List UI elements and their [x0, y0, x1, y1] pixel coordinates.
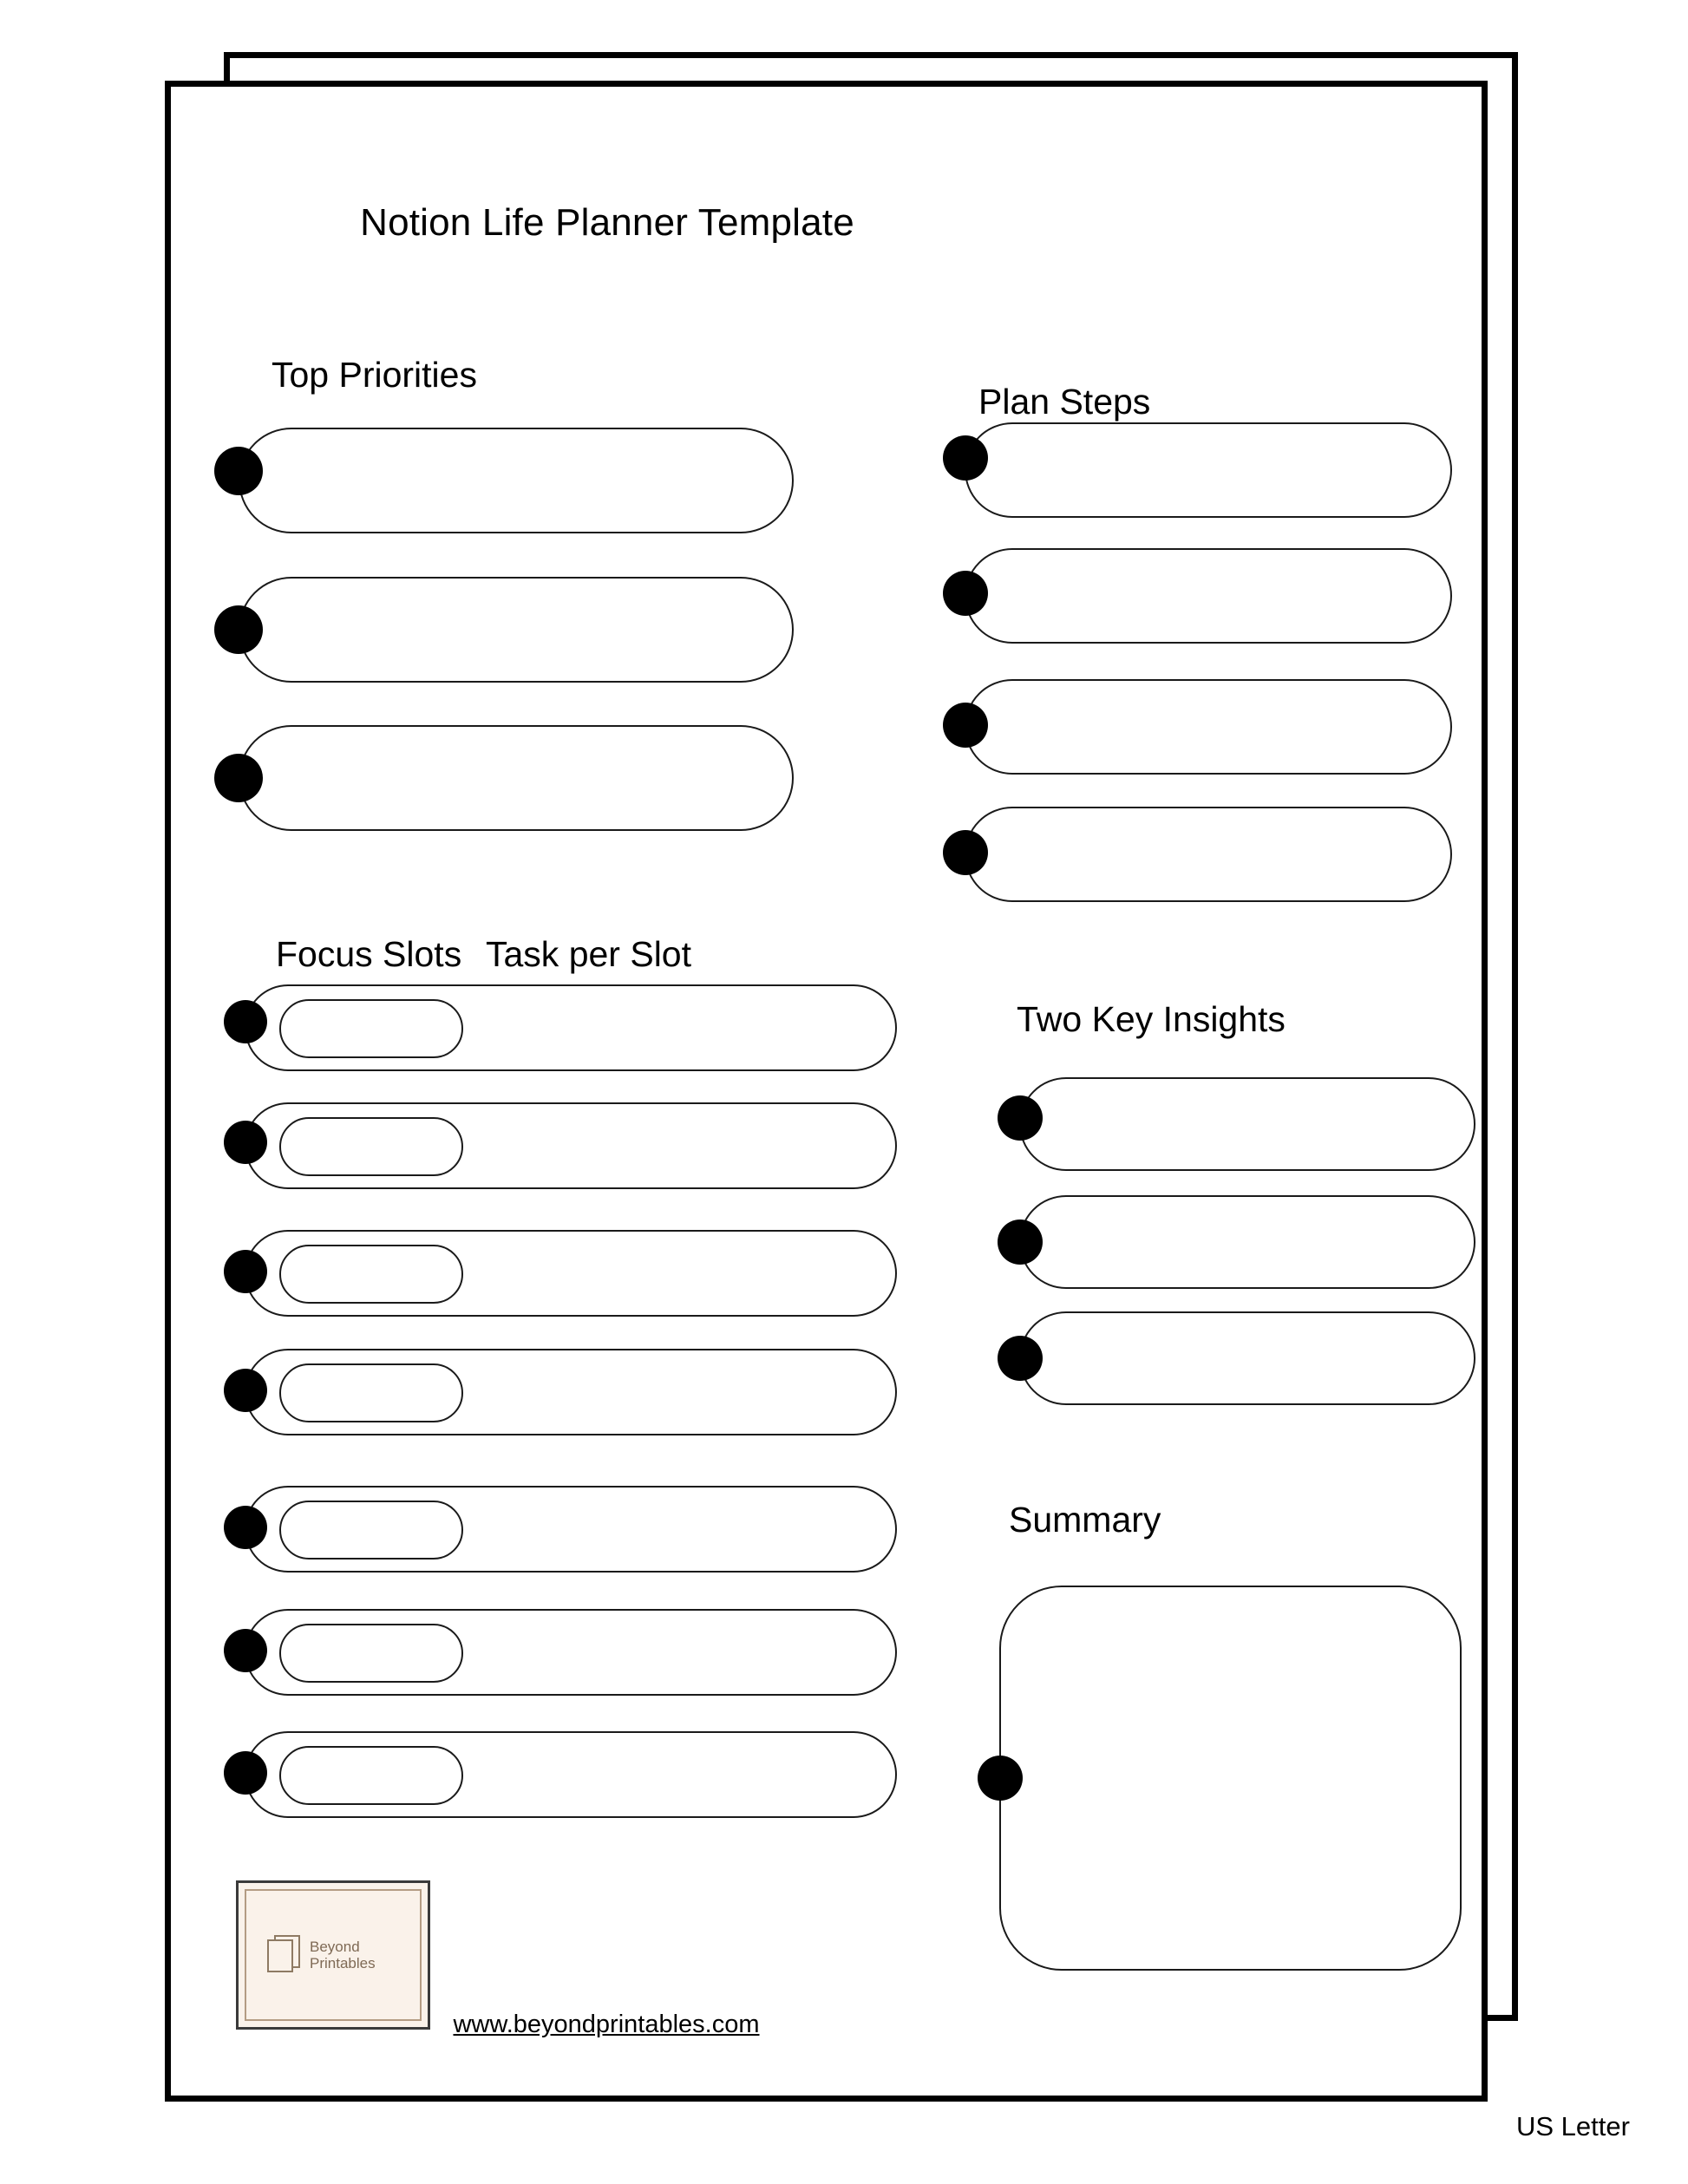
focus-slot-row-4[interactable]	[224, 1349, 897, 1435]
plan-steps-row-4[interactable]	[943, 807, 1452, 902]
page-title-text: Notion Life Planner Template	[360, 201, 854, 244]
bullet-dot-icon	[943, 830, 988, 875]
bullet-dot-icon	[224, 1250, 267, 1293]
bullet-dot-icon	[224, 1506, 267, 1549]
key-insight-row-3[interactable]	[998, 1311, 1475, 1405]
focus-slot-time-field-5[interactable]	[279, 1501, 463, 1560]
section-heading-summary: Summary	[1009, 1500, 1161, 1540]
top-priorities-field-3[interactable]	[239, 725, 794, 831]
focus-slot-row-3[interactable]	[224, 1230, 897, 1317]
footer-url[interactable]: www.beyondprintables.com	[0, 2011, 1688, 2039]
key-insight-row-2[interactable]	[998, 1195, 1475, 1289]
page-title: Notion Life Planner Template	[0, 201, 1688, 245]
summary-field[interactable]	[999, 1586, 1462, 1971]
section-heading-plan-steps: Plan Steps	[978, 382, 1151, 422]
focus-slot-time-field-4[interactable]	[279, 1363, 463, 1422]
focus-slot-time-field-1[interactable]	[279, 999, 463, 1058]
plan-steps-field-4[interactable]	[965, 807, 1452, 902]
bullet-dot-icon	[943, 571, 988, 616]
logo-line-2: Printables	[310, 1955, 376, 1971]
bullet-dot-icon	[224, 1629, 267, 1672]
focus-slot-time-field-7[interactable]	[279, 1746, 463, 1805]
bullet-dot-icon	[224, 1369, 267, 1412]
focus-slot-row-7[interactable]	[224, 1731, 897, 1818]
bullet-dot-icon	[998, 1336, 1043, 1381]
bullet-dot-icon	[214, 605, 263, 654]
bullet-dot-icon	[224, 1000, 267, 1043]
summary-row[interactable]	[978, 1586, 1462, 1971]
focus-slot-row-6[interactable]	[224, 1609, 897, 1696]
key-insight-field-2[interactable]	[1019, 1195, 1475, 1289]
logo-inner-frame: Beyond Printables	[245, 1889, 422, 2021]
bullet-dot-icon	[943, 703, 988, 748]
top-priorities-row-3[interactable]	[214, 725, 794, 831]
focus-slot-row-1[interactable]	[224, 984, 897, 1071]
plan-steps-row-1[interactable]	[943, 422, 1452, 518]
top-priorities-row-1[interactable]	[214, 428, 794, 533]
stacked-pages-icon	[267, 1935, 302, 1975]
bullet-dot-icon	[943, 435, 988, 481]
section-heading-top-priorities: Top Priorities	[272, 355, 477, 395]
focus-slot-row-2[interactable]	[224, 1102, 897, 1189]
logo-line-1: Beyond	[310, 1938, 360, 1955]
key-insight-field-1[interactable]	[1019, 1077, 1475, 1171]
bullet-dot-icon	[998, 1220, 1043, 1265]
bullet-dot-icon	[998, 1095, 1043, 1141]
footer-url-text[interactable]: www.beyondprintables.com	[453, 2011, 760, 2038]
plan-steps-row-2[interactable]	[943, 548, 1452, 644]
top-priorities-field-2[interactable]	[239, 577, 794, 683]
plan-steps-row-3[interactable]	[943, 679, 1452, 775]
focus-slot-time-field-3[interactable]	[279, 1245, 463, 1304]
section-heading-two-key-insights: Two Key Insights	[1017, 999, 1286, 1039]
plan-steps-field-1[interactable]	[965, 422, 1452, 518]
plan-steps-field-3[interactable]	[965, 679, 1452, 775]
focus-slot-time-field-2[interactable]	[279, 1117, 463, 1176]
bullet-dot-icon	[224, 1751, 267, 1795]
bullet-dot-icon	[224, 1121, 267, 1164]
section-heading-focus-slots: Focus Slots	[276, 934, 462, 974]
page-front-shape	[267, 1939, 293, 1972]
bullet-dot-icon	[214, 754, 263, 802]
top-priorities-row-2[interactable]	[214, 577, 794, 683]
beyond-printables-logo: Beyond Printables	[236, 1880, 430, 2030]
key-insight-row-1[interactable]	[998, 1077, 1475, 1171]
focus-slot-time-field-6[interactable]	[279, 1624, 463, 1683]
page-size-label: US Letter	[1516, 2111, 1630, 2141]
key-insight-field-3[interactable]	[1019, 1311, 1475, 1405]
bullet-dot-icon	[214, 447, 263, 495]
plan-steps-field-2[interactable]	[965, 548, 1452, 644]
logo-wordmark: Beyond Printables	[310, 1939, 376, 1971]
bullet-dot-icon	[978, 1756, 1023, 1801]
section-heading-task-per-slot: Task per Slot	[486, 934, 691, 974]
focus-slot-row-5[interactable]	[224, 1486, 897, 1573]
top-priorities-field-1[interactable]	[239, 428, 794, 533]
